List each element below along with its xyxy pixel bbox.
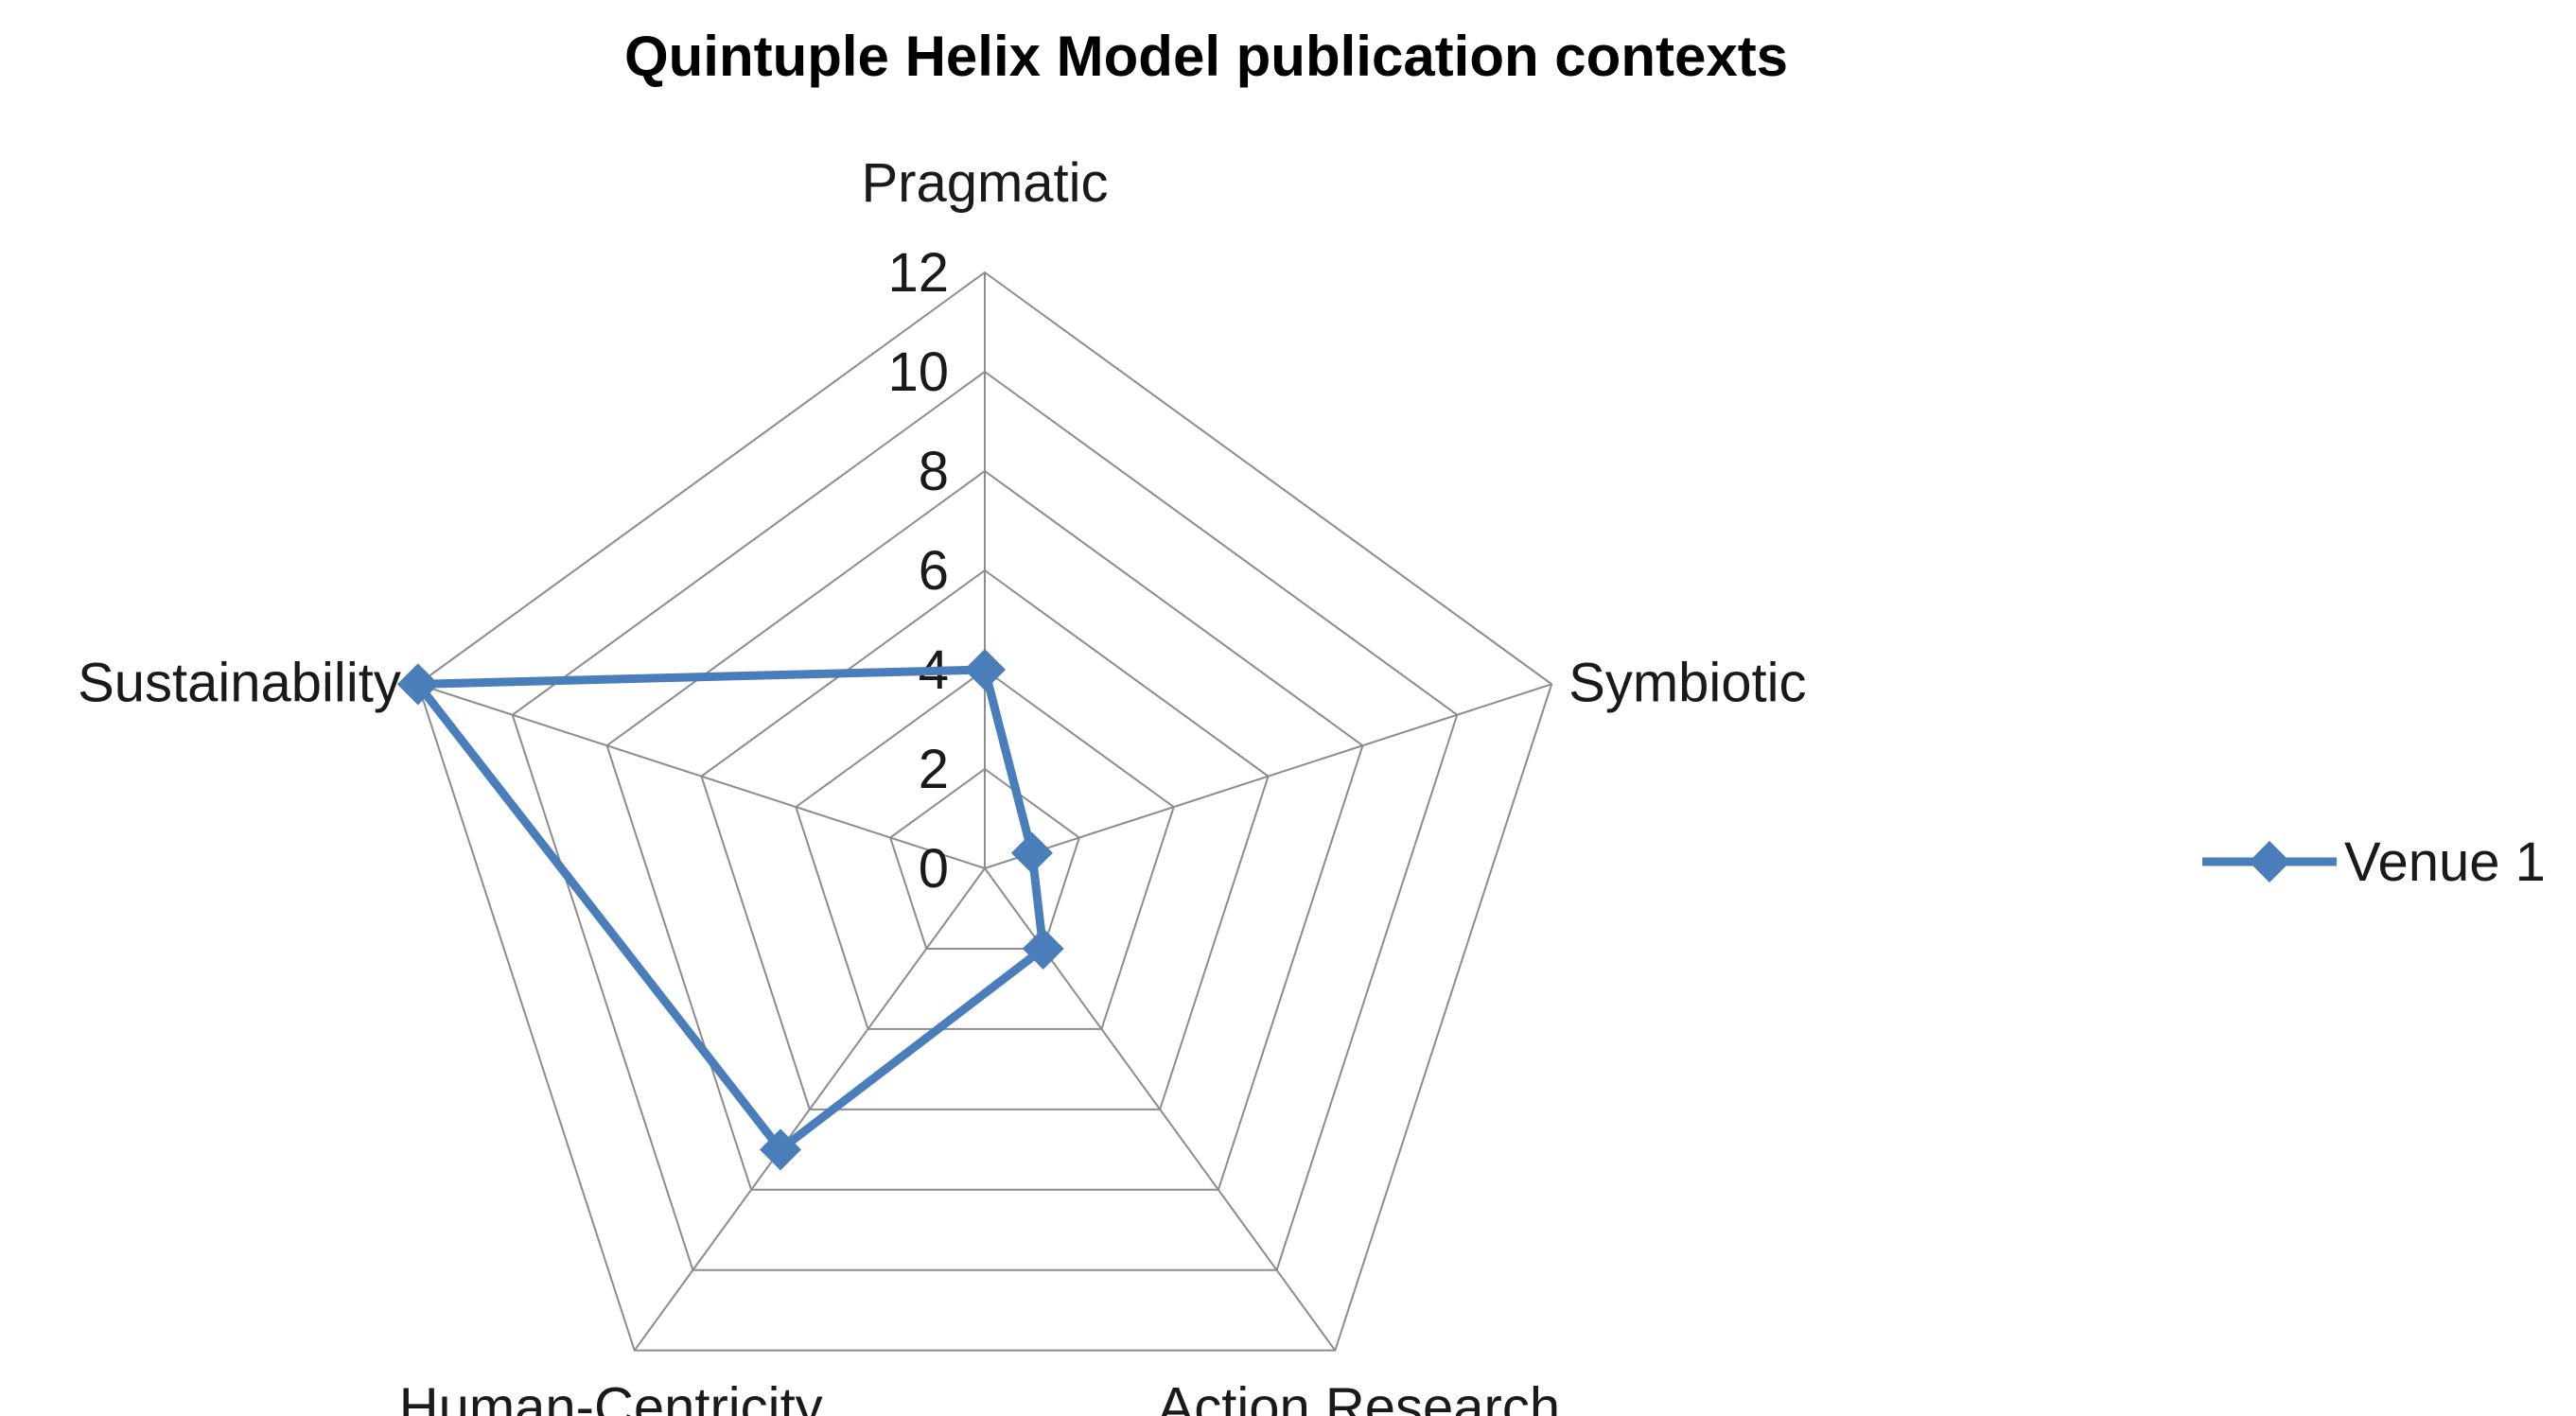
axis-label-0: Pragmatic	[861, 152, 1108, 214]
legend-series-marker	[2249, 841, 2290, 883]
tick-label-5: 10	[887, 341, 949, 403]
series-line-0	[413, 665, 1048, 1154]
series-marker-0-0	[964, 649, 1006, 691]
spoke-1	[984, 683, 1552, 869]
radar-grid	[416, 271, 1553, 1352]
grid-ring-2	[795, 668, 1175, 1030]
grid-ring-5	[511, 370, 1459, 1271]
axis-label-1: Symbiotic	[1568, 652, 1806, 713]
series-marker-0-4	[396, 663, 439, 706]
tick-label-0: 0	[919, 838, 949, 900]
radar-spokes	[417, 272, 1552, 1352]
radar-series	[396, 649, 1064, 1171]
grid-ring-6	[416, 271, 1553, 1352]
series-marker-0-1	[1010, 831, 1053, 874]
axis-label-2: Action Research	[1158, 1377, 1561, 1416]
grid-ring-4	[605, 469, 1364, 1191]
axis-label-3: Human-Centricity	[399, 1377, 823, 1416]
spoke-4	[417, 683, 986, 869]
tick-label-1: 2	[919, 739, 949, 800]
chart-title: Quintuple Helix Model publication contex…	[624, 25, 1788, 88]
tick-label-6: 12	[887, 242, 949, 304]
legend-series-label: Venue 1	[2344, 831, 2546, 893]
axis-label-4: Sustainability	[78, 652, 401, 713]
series-marker-0-3	[759, 1128, 801, 1171]
spoke-3	[633, 867, 986, 1352]
tick-label-3: 6	[919, 540, 949, 602]
grid-ring-3	[700, 568, 1270, 1110]
tick-label-4: 8	[919, 441, 949, 502]
legend: Venue 1	[2202, 831, 2546, 893]
grid-ring-1	[888, 767, 1081, 950]
series-marker-0-2	[1022, 927, 1064, 970]
